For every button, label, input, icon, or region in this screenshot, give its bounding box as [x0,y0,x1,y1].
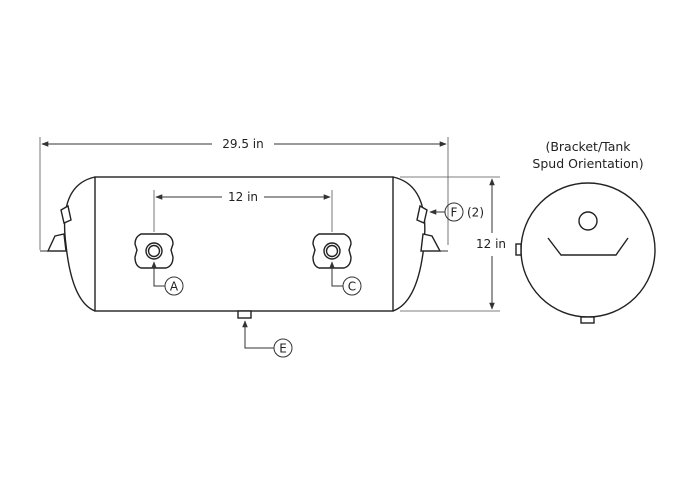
overall-length-dimension: 29.5 in [39,137,449,250]
callout-e: E [242,320,293,358]
port-a-fitting [134,233,174,269]
port-spacing-dimension: 12 in [153,190,333,232]
port-e-spud [237,310,252,319]
end-view-bottom-spud [580,316,595,324]
callout-f-letter: F [451,206,458,220]
end-view-side-spud [515,243,522,256]
left-bracket [40,204,72,252]
callout-f: F (2) [429,202,484,222]
callout-f-quantity: (2) [467,206,484,220]
tank-end-view: (Bracket/Tank Spud Orientation) [515,139,656,324]
right-bracket [416,204,448,252]
port-spacing-label: 12 in [228,190,258,204]
callout-a: A [151,261,184,296]
callout-a-letter: A [170,280,179,294]
callout-c: C [329,261,362,296]
end-view-top-spud [578,211,598,231]
end-view-bracket [547,237,629,256]
end-view-label-line2: Spud Orientation) [532,156,643,171]
port-c-fitting [312,233,352,269]
overall-length-label: 29.5 in [222,137,263,151]
end-view-label-line1: (Bracket/Tank [545,139,631,154]
callout-c-letter: C [348,280,356,294]
diameter-dimension: 12 in [400,176,506,312]
callout-e-letter: E [279,342,287,356]
diameter-label: 12 in [476,237,506,251]
